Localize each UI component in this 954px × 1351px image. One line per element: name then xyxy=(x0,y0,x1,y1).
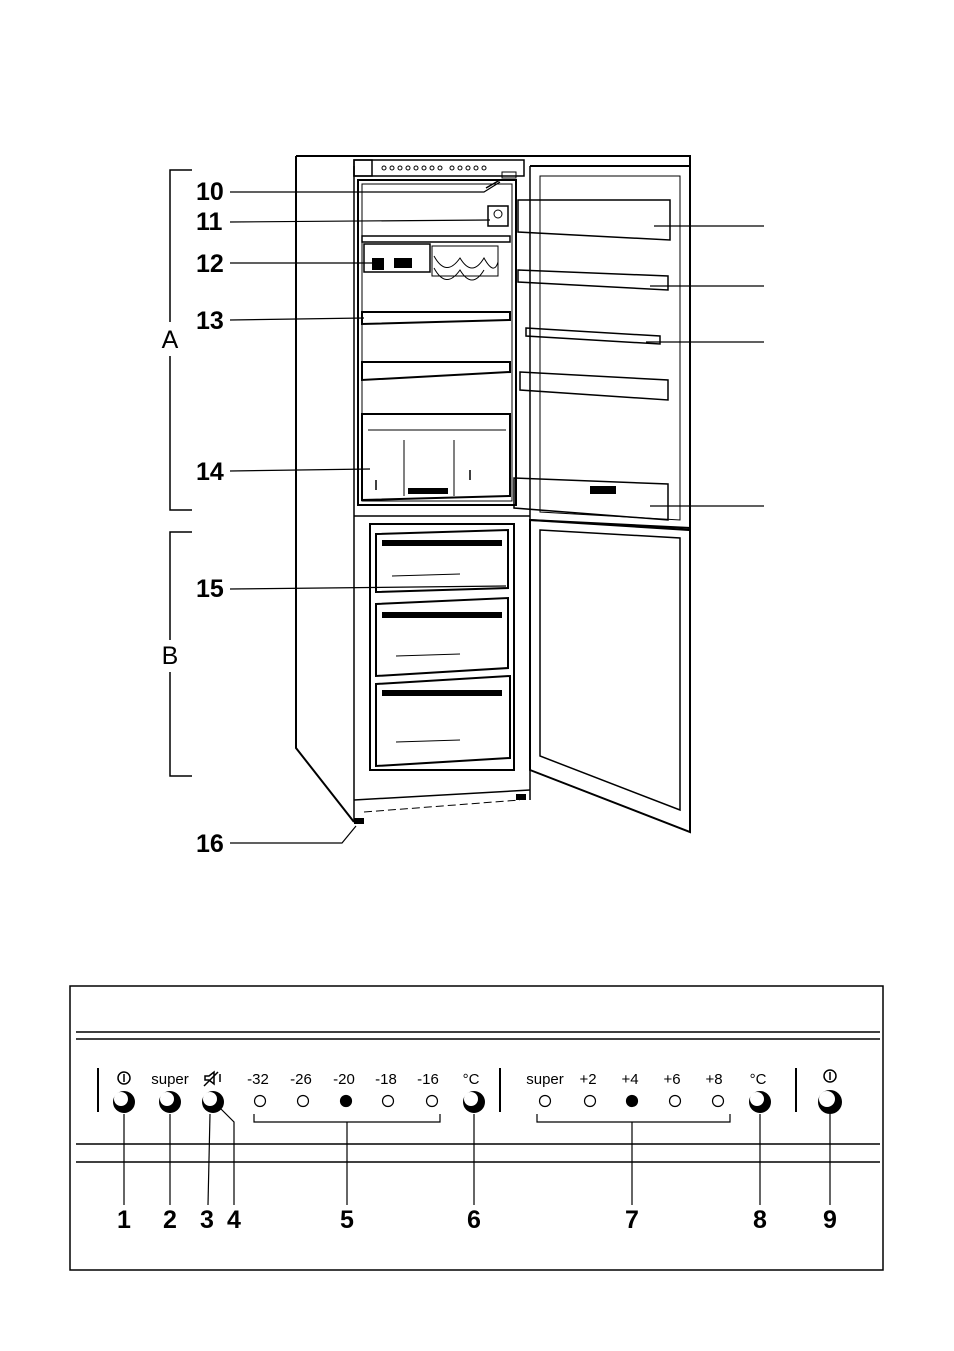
callout-10: 10 xyxy=(196,178,500,206)
freezer-temp-label-1: -26 xyxy=(290,1071,312,1088)
fridge-indicator-2 xyxy=(627,1096,638,1107)
panel-number-7: 7 xyxy=(625,1206,639,1234)
svg-text:14: 14 xyxy=(196,458,224,486)
panel-number-3: 3 xyxy=(200,1206,214,1234)
super-fridge-label: super xyxy=(526,1071,564,1088)
freezer-temp-label-2: -20 xyxy=(333,1071,355,1088)
freezer-temp-label-3: -18 xyxy=(375,1071,397,1088)
fridge-temp-label-1: +4 xyxy=(621,1071,638,1088)
freezer-indicator-1 xyxy=(298,1096,309,1107)
freezer-indicator-lights xyxy=(255,1096,438,1107)
freezer-temp-label-4: -16 xyxy=(417,1071,439,1088)
fridge-illustration xyxy=(296,156,690,832)
knob-alarm-off[interactable] xyxy=(202,1091,224,1113)
callout-16: 16 xyxy=(196,826,356,858)
svg-text:10: 10 xyxy=(196,178,224,206)
svg-text:15: 15 xyxy=(196,575,224,603)
svg-text:16: 16 xyxy=(196,830,224,858)
section-label-a: A xyxy=(162,326,179,354)
knob-fridge-temp[interactable] xyxy=(749,1091,771,1113)
fridge-temp-label-3: +8 xyxy=(705,1071,722,1088)
fridge-indicator-1 xyxy=(585,1096,596,1107)
knob-power-left[interactable] xyxy=(113,1091,135,1113)
svg-text:12: 12 xyxy=(196,250,224,278)
callout-12: 12 xyxy=(196,250,380,278)
section-bracket-a: A xyxy=(162,170,192,510)
fridge-indicator-4 xyxy=(713,1096,724,1107)
freezer-unit-label: °C xyxy=(463,1071,480,1088)
section-bracket-b: B xyxy=(162,532,192,776)
panel-number-1: 1 xyxy=(117,1206,131,1234)
knob-power-right[interactable] xyxy=(818,1090,842,1114)
callout-11: 11 xyxy=(196,208,490,236)
panel-number-4: 4 xyxy=(227,1206,241,1234)
panel-number-9: 9 xyxy=(823,1206,837,1234)
power-icon-left xyxy=(118,1072,130,1084)
freezer-temp-label-0: -32 xyxy=(247,1071,269,1088)
knob-freezer-temp[interactable] xyxy=(463,1091,485,1113)
fridge-unit-label: °C xyxy=(750,1071,767,1088)
fridge-indicator-3 xyxy=(670,1096,681,1107)
freezer-indicator-2 xyxy=(341,1096,352,1107)
knob-super-freezer[interactable] xyxy=(159,1091,181,1113)
freezer-indicator-3 xyxy=(383,1096,394,1107)
panel-number-2: 2 xyxy=(163,1206,177,1234)
svg-text:13: 13 xyxy=(196,307,224,335)
alarm-mute-icon xyxy=(204,1072,220,1086)
fridge-indicator-0 xyxy=(540,1096,551,1107)
svg-text:11: 11 xyxy=(196,208,223,236)
fridge-temp-label-0: +2 xyxy=(579,1071,596,1088)
door-callout-lines xyxy=(646,226,764,506)
fridge-temp-label-2: +6 xyxy=(663,1071,680,1088)
freezer-indicator-4 xyxy=(427,1096,438,1107)
freezer-indicator-0 xyxy=(255,1096,266,1107)
section-label-b: B xyxy=(162,642,179,670)
top-strip-indicators xyxy=(382,166,486,170)
panel-number-5: 5 xyxy=(340,1206,354,1234)
control-panel: super -32 -26 -20 -18 -16 °C super +2 +4… xyxy=(70,986,883,1270)
panel-number-8: 8 xyxy=(753,1206,767,1234)
super-freezer-label: super xyxy=(151,1071,189,1088)
callout-14: 14 xyxy=(196,458,370,486)
panel-number-6: 6 xyxy=(467,1206,481,1234)
power-icon-right xyxy=(824,1070,836,1082)
fridge-indicator-lights xyxy=(540,1096,724,1107)
callout-13: 13 xyxy=(196,307,364,335)
